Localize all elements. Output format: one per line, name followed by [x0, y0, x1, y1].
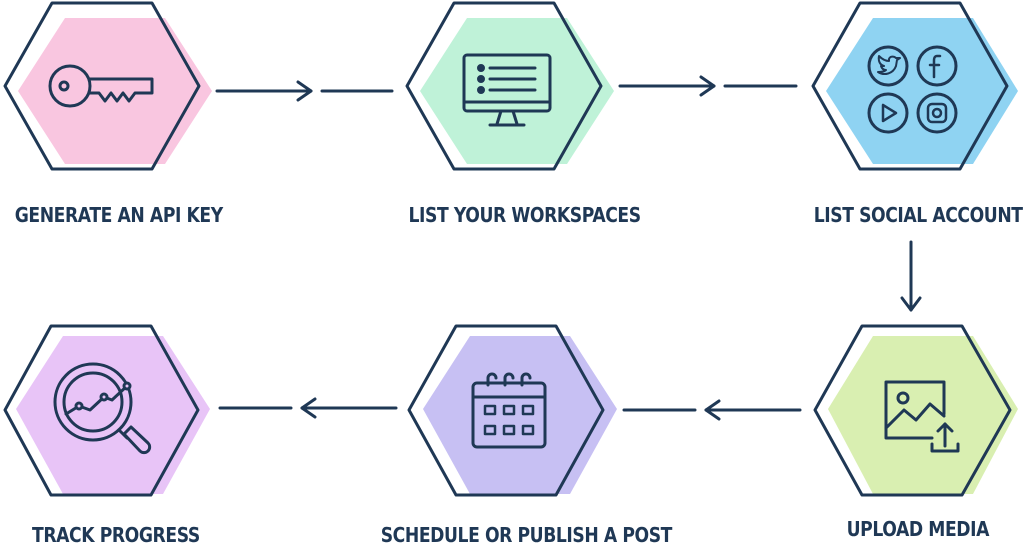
hexagon-outline [405, 1, 603, 171]
arrow-right-icon [699, 75, 716, 97]
play-icon [867, 92, 909, 134]
connector-5-to-6 [218, 397, 398, 419]
hexagon-background-violet [16, 336, 210, 494]
image-upload-icon [884, 380, 960, 453]
facebook-icon [916, 45, 958, 87]
connector-2-to-3 [618, 75, 798, 97]
step-schedule-post [407, 324, 617, 497]
connector-4-to-5 [622, 399, 802, 421]
step-generate-api-key [3, 1, 212, 171]
step-list-social-accounts [811, 1, 1018, 171]
connector-1-to-2 [215, 80, 394, 102]
hexagon-outline [3, 1, 201, 171]
step-label-schedule-post: SCHEDULE OR PUBLISH A POST [380, 523, 673, 547]
hexagon-outline [3, 324, 200, 497]
hexagon-background-sky [826, 18, 1018, 164]
step-track-progress [3, 324, 210, 497]
step-label-list-workspaces: LIST YOUR WORKSPACES [408, 203, 642, 227]
arrow-down-icon [900, 296, 922, 312]
step-upload-media [813, 324, 1018, 497]
hexagon-background-lavender [423, 336, 617, 494]
social-accounts-icon [867, 45, 958, 134]
hexagon-outline [813, 324, 1012, 497]
twitter-icon [867, 45, 909, 87]
hexagon-background-pink [18, 18, 212, 164]
monitor-list-icon [462, 53, 552, 127]
step-label-list-social-accounts: LIST SOCIAL ACCOUNTS [813, 203, 1023, 227]
step-label-track-progress: TRACK PROGRESS [32, 523, 200, 547]
hexagon-outline [407, 324, 605, 497]
key-icon [48, 64, 154, 108]
arrow-left-icon [300, 397, 317, 419]
calendar-icon [471, 372, 547, 449]
step-label-upload-media: UPLOAD MEDIA [846, 517, 990, 541]
arrow-left-icon [704, 399, 721, 421]
step-list-workspaces [405, 1, 614, 171]
arrow-right-icon [296, 80, 313, 102]
step-label-generate-api-key: GENERATE AN API KEY [14, 203, 223, 227]
instagram-icon [916, 92, 958, 134]
hexagon-background-lime [828, 336, 1018, 494]
hexagon-outline [811, 1, 1009, 171]
magnifier-chart-icon [53, 362, 152, 455]
connector-3-to-4 [900, 240, 922, 312]
